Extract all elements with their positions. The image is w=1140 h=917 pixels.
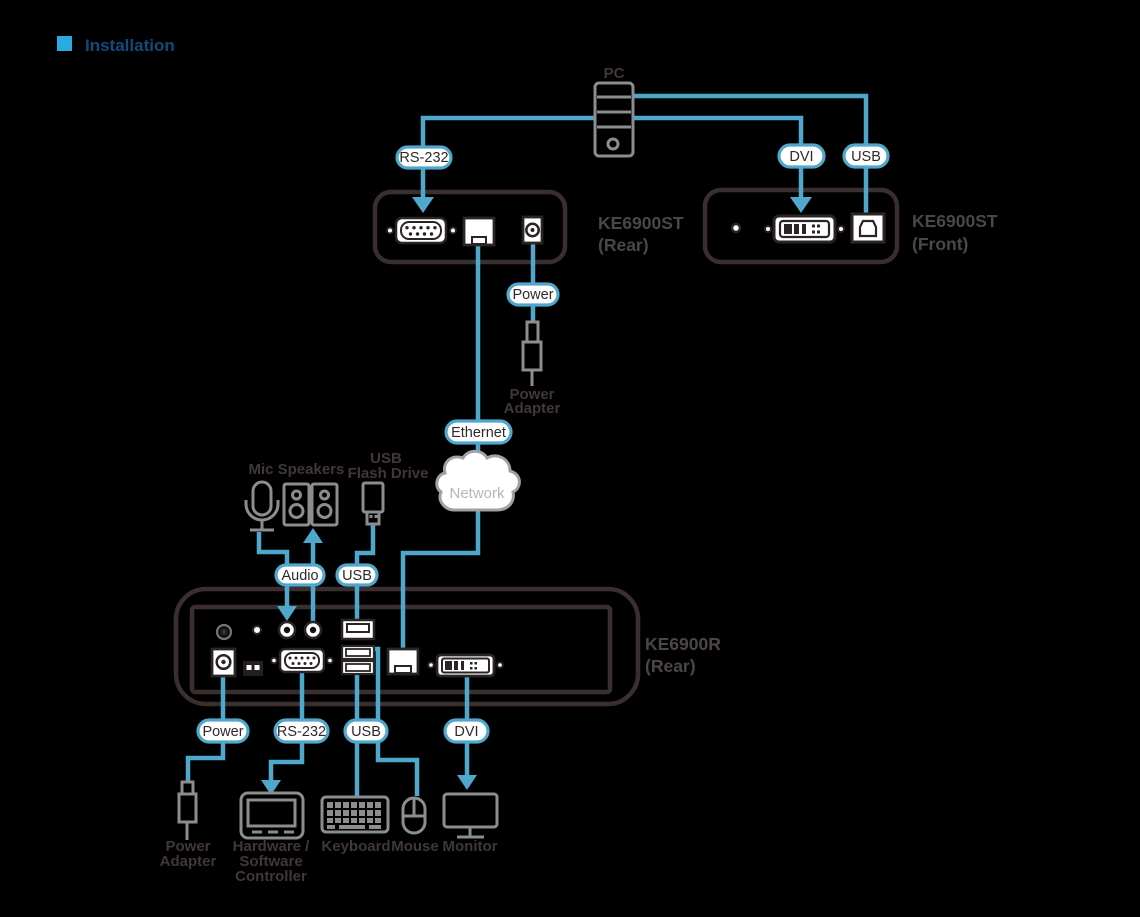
pill-usb-mid: USB (335, 563, 379, 587)
cable-rs232-r (268, 672, 305, 780)
svg-text:KE6900ST: KE6900ST (912, 211, 998, 231)
audio-mic-jack (277, 620, 297, 640)
svg-text:Power: Power (509, 386, 554, 403)
network-label: Network (449, 485, 505, 502)
cable-power-r (185, 676, 226, 783)
mic-icon (244, 480, 280, 532)
svg-text:KE6900ST: KE6900ST (598, 213, 684, 233)
svg-text:USB: USB (342, 568, 372, 584)
svg-text:USB: USB (370, 450, 402, 467)
pill-rs232-top: RS-232 (395, 145, 453, 170)
cable-pc-to-usb (633, 93, 869, 215)
panel-hole (252, 625, 262, 635)
cable-mouse (373, 646, 420, 796)
pill-dvi-top: DVI (777, 143, 826, 169)
svg-text:Controller: Controller (235, 868, 307, 885)
svg-text:Hardware /: Hardware / (233, 838, 311, 855)
page-title: Installation (85, 36, 175, 55)
usb-port-top (340, 618, 376, 641)
pill-power-r: Power (196, 718, 250, 744)
device-ke6900r-body (173, 586, 641, 707)
pill-usb-top: USB (842, 143, 890, 169)
audio-out-jack (303, 620, 323, 640)
dc-power-port (521, 215, 544, 245)
grounding-screw (215, 623, 233, 641)
pill-usb-r: USB (343, 718, 389, 744)
mic-label: Mic (248, 461, 273, 478)
svg-text:RS-232: RS-232 (399, 150, 448, 166)
svg-text:Audio: Audio (281, 568, 318, 584)
cable-pc-to-rs232 (420, 115, 595, 197)
dvi-port (427, 653, 504, 678)
keyboard-label: Keyboard (321, 838, 390, 855)
svg-text:USB: USB (351, 724, 381, 740)
svg-text:(Front): (Front) (912, 234, 968, 254)
speakers-icon (282, 482, 339, 527)
mouse-label: Mouse (391, 838, 439, 855)
svg-text:Power: Power (202, 724, 243, 740)
cable-pc-to-dvi (633, 115, 804, 197)
controller-icon (239, 791, 305, 840)
usb-b-port (850, 212, 886, 244)
dc-power-port (210, 647, 237, 678)
arrow-down-icon (790, 197, 812, 213)
power-adapter-r-label: Power Adapter (160, 838, 217, 870)
db9-serial-port (270, 647, 334, 674)
dvi-port (764, 214, 845, 244)
db9-serial-port (386, 216, 457, 245)
usb-flash-drive-label: USB Flash Drive (348, 450, 429, 482)
rj45-port (386, 647, 420, 676)
network-cloud: Network (435, 449, 521, 512)
ke6900st-front-ports (730, 212, 886, 244)
arrow-down-icon (261, 780, 281, 795)
panel-hole (730, 222, 742, 234)
pill-power-st: Power (506, 282, 560, 307)
monitor-label: Monitor (443, 838, 498, 855)
svg-text:Power: Power (165, 838, 210, 855)
usb-ports-stacked (340, 644, 376, 676)
svg-text:RS-232: RS-232 (277, 724, 326, 740)
svg-text:Ethernet: Ethernet (451, 425, 506, 441)
power-adapter-st-label: Power Adapter (504, 386, 561, 417)
pc-label: PC (604, 65, 625, 82)
terminal-block (243, 661, 263, 676)
svg-text:Adapter: Adapter (160, 853, 217, 870)
device-label-st-rear: KE6900ST (Rear) (598, 213, 684, 255)
usb-flash-drive-icon (361, 481, 385, 526)
svg-text:Adapter: Adapter (504, 400, 561, 417)
speakers-label: Speakers (278, 461, 345, 478)
device-label-r-rear: KE6900R (Rear) (645, 634, 721, 676)
mouse-icon (401, 796, 427, 835)
pill-dvi-r: DVI (443, 718, 490, 744)
section-marker (57, 36, 72, 51)
svg-text:DVI: DVI (789, 149, 813, 165)
power-adapter-st-icon (521, 320, 543, 386)
svg-text:Power: Power (512, 287, 553, 303)
controller-label: Hardware / Software Controller (233, 838, 311, 885)
svg-text:USB: USB (851, 149, 881, 165)
power-adapter-r-icon (177, 780, 198, 840)
svg-text:Software: Software (239, 853, 302, 870)
monitor-icon (442, 792, 499, 839)
ke6900r-ports (210, 618, 504, 678)
arrow-down-icon (457, 775, 477, 790)
keyboard-icon (320, 795, 390, 834)
arrow-down-icon (277, 606, 297, 621)
pill-ethernet: Ethernet (444, 419, 513, 445)
svg-text:KE6900R: KE6900R (645, 634, 721, 654)
cable-ethernet-network (400, 246, 481, 650)
arrow-down-icon (412, 197, 434, 213)
arrow-up-icon (303, 528, 323, 543)
pc-icon (593, 81, 635, 158)
section-header: Installation (57, 36, 175, 55)
svg-text:DVI: DVI (454, 724, 478, 740)
pill-rs232-r: RS-232 (273, 718, 330, 744)
device-label-st-front: KE6900ST (Front) (912, 211, 998, 254)
svg-text:(Rear): (Rear) (598, 235, 649, 255)
pill-audio: Audio (274, 563, 326, 587)
ke6900st-rear-ports (386, 215, 544, 247)
rj45-port (462, 216, 496, 247)
svg-text:Flash Drive: Flash Drive (348, 465, 429, 482)
svg-text:(Rear): (Rear) (645, 656, 696, 676)
